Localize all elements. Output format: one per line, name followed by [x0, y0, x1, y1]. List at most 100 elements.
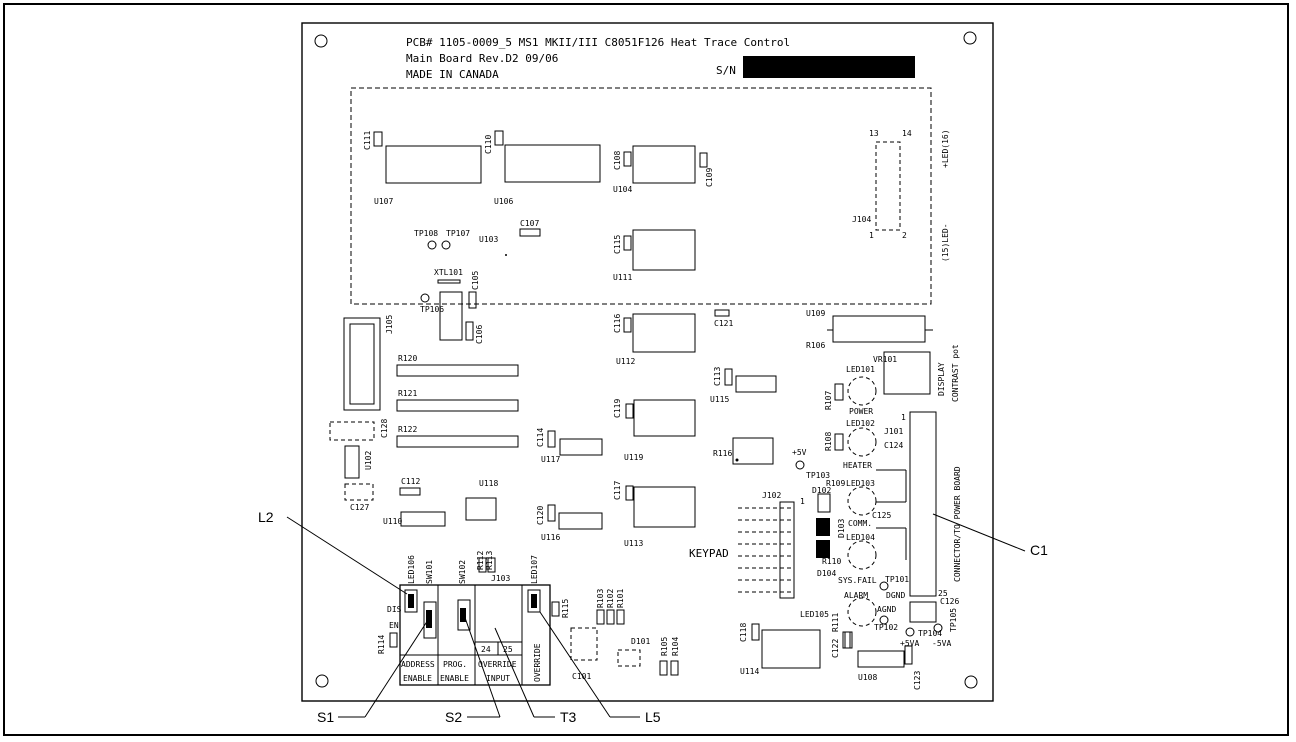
refdes-u104: U104 — [613, 185, 632, 194]
led-plus-label: +LED(16) — [941, 129, 950, 168]
refdes-c118: C118 — [739, 623, 748, 642]
refdes-c128: C128 — [380, 419, 389, 438]
resistor-r114 — [389, 632, 398, 648]
mounting-hole-icon — [963, 31, 977, 45]
crystal-xtl101 — [437, 279, 461, 284]
callout-s1-leader — [364, 619, 429, 718]
refdes-r105: R105 — [660, 637, 669, 656]
resistor-r116 — [732, 437, 774, 465]
cap-c123 — [904, 645, 913, 665]
cap-c127 — [344, 483, 374, 501]
refdes-d101: D101 — [631, 637, 650, 646]
override-vertical-label: OVERRIDE — [533, 643, 542, 682]
led-minus-label: (15)LED- — [941, 223, 950, 262]
callout-c1: C1 — [1030, 542, 1048, 558]
refdes-r108: R108 — [824, 432, 833, 451]
resistor-r113 — [487, 557, 496, 573]
refdes-u110: U110 — [383, 517, 402, 526]
cap-c128 — [329, 421, 375, 441]
refdes-r107: R107 — [824, 391, 833, 410]
refdes-c115: C115 — [613, 235, 622, 254]
refdes-xtl101: XTL101 — [434, 268, 463, 277]
refdes-tp102: TP102 — [874, 623, 898, 632]
refdes-tp105: TP105 — [949, 608, 958, 632]
refdes-tp107: TP107 — [446, 229, 470, 238]
ic-u112 — [632, 313, 696, 353]
switch-sw102-lever — [460, 608, 466, 622]
refdes-r106: R106 — [806, 341, 825, 350]
resistor-r115 — [551, 601, 560, 617]
refdes-tp101: TP101 — [885, 575, 909, 584]
cap-c108 — [623, 151, 632, 167]
ic-u118 — [465, 497, 497, 521]
refdes-led101: LED101 — [846, 365, 875, 374]
j104-pin14: 14 — [902, 129, 912, 138]
connector-j105 — [343, 317, 381, 411]
switch-sw101[interactable] — [423, 601, 437, 639]
resistor-r120 — [396, 364, 519, 377]
callout-s2-leader — [462, 611, 501, 718]
plus5v-label: +5V — [792, 448, 807, 457]
refdes-c113: C113 — [713, 367, 722, 386]
display-module-outline — [350, 87, 932, 305]
led102-icon — [847, 427, 877, 457]
crystal-body — [439, 291, 463, 341]
connector-j104 — [875, 141, 901, 231]
ic-u116 — [558, 512, 603, 530]
refdes-r120: R120 — [398, 354, 417, 363]
led103-icon — [847, 486, 877, 516]
cap-c113 — [724, 368, 733, 386]
refdes-r103: R103 — [596, 589, 605, 608]
refdes-c111: C111 — [363, 131, 372, 150]
ic-u102 — [344, 445, 360, 479]
pot-vr101 — [883, 351, 931, 395]
ic-u108 — [857, 650, 905, 668]
ic-u115 — [735, 375, 777, 393]
cap-c122 — [844, 631, 853, 649]
callout-s1: S1 — [317, 709, 334, 725]
refdes-j103: J103 — [491, 574, 510, 583]
refdes-r121: R121 — [398, 389, 417, 398]
refdes-r102: R102 — [606, 589, 615, 608]
r116-pin1-dot — [735, 458, 739, 462]
refdes-r116: R116 — [713, 449, 732, 458]
callout-l5: L5 — [645, 709, 661, 725]
refdes-c117: C117 — [613, 481, 622, 500]
cap-c109 — [699, 152, 708, 168]
board-revision: Main Board Rev.D2 09/06 — [406, 52, 558, 65]
refdes-d102: D102 — [812, 486, 831, 495]
sysfail-label: SYS.FAIL — [838, 576, 877, 585]
switch-sw102[interactable] — [457, 599, 471, 631]
alarm-label: ALARM — [844, 591, 868, 600]
refdes-c110: C110 — [484, 135, 493, 154]
refdes-r109: R109 — [826, 479, 845, 488]
refdes-c101: C101 — [572, 672, 591, 681]
p5va-label: +5VA — [900, 639, 919, 648]
cap-c112 — [399, 487, 421, 496]
refdes-j101: J101 — [884, 427, 903, 436]
refdes-c120: C120 — [536, 506, 545, 525]
board-title: PCB# 1105-0009_5 MS1 MKII/III C8051F126 … — [406, 36, 790, 49]
comm-label: COMM. — [848, 519, 872, 528]
diode-d101 — [617, 649, 641, 667]
mounting-hole-icon — [964, 675, 978, 689]
refdes-c112: C112 — [401, 477, 420, 486]
ic-u110 — [400, 511, 446, 527]
refdes-sw101: SW101 — [425, 560, 434, 584]
refdes-r110: R110 — [822, 557, 841, 566]
led106-core — [408, 594, 414, 608]
pin24-label: 24 — [481, 645, 491, 654]
callout-l5-leader — [539, 611, 611, 718]
connector-j102 — [738, 507, 792, 593]
refdes-c114: C114 — [536, 428, 545, 447]
testpoint-tp105-icon — [933, 623, 943, 633]
ic-u111 — [632, 229, 696, 271]
refdes-c116: C116 — [613, 314, 622, 333]
cap-c121 — [714, 309, 730, 317]
resistor-r108 — [834, 433, 844, 451]
refdes-c106: C106 — [475, 325, 484, 344]
testpoint-tp101-icon — [879, 581, 889, 591]
display-label: DISPLAY — [937, 362, 946, 396]
cap-c119 — [625, 403, 634, 419]
serial-redaction — [743, 56, 915, 78]
